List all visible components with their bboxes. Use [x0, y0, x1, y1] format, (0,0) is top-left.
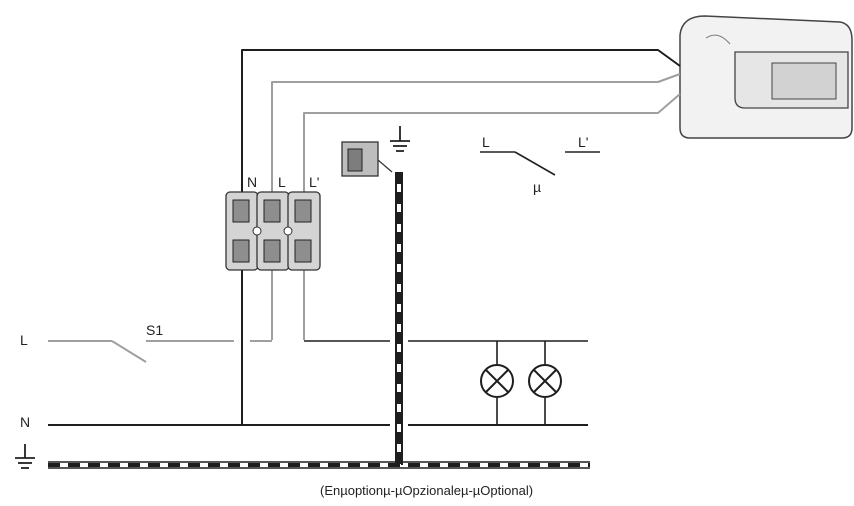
- switch-s1-label: S1: [146, 322, 164, 338]
- rail-l: [48, 340, 272, 363]
- switch-symbol-mu-label: µ: [533, 179, 542, 195]
- switched-live: [304, 340, 588, 425]
- ground-terminal: [341, 141, 393, 177]
- terminal-n-label: N: [247, 174, 258, 190]
- lamp-1: [480, 364, 514, 398]
- rail-n-label: N: [20, 414, 31, 430]
- earth-conductor: [395, 172, 403, 465]
- earth-rail-ground-icon: [15, 444, 35, 469]
- motion-sensor: [679, 15, 853, 139]
- rail-earth: [48, 461, 590, 469]
- sensor-lens: [771, 62, 837, 100]
- rail-l-label: L: [20, 332, 28, 348]
- terminal-block: [225, 191, 321, 271]
- terminal-l-prime-label: L': [309, 174, 320, 190]
- ground-icon: [390, 126, 410, 152]
- switch-symbol-l-prime-label: L': [578, 134, 589, 150]
- terminal-l-label: L: [278, 174, 286, 190]
- switch-symbol-l-label: L: [482, 134, 490, 150]
- terminal-l-prime: [287, 191, 321, 271]
- lamp-2: [528, 364, 562, 398]
- footer-note: (Enµoptionµ-µOpzionaleµ-µOptional): [320, 483, 534, 498]
- switch-symbol: [480, 151, 600, 176]
